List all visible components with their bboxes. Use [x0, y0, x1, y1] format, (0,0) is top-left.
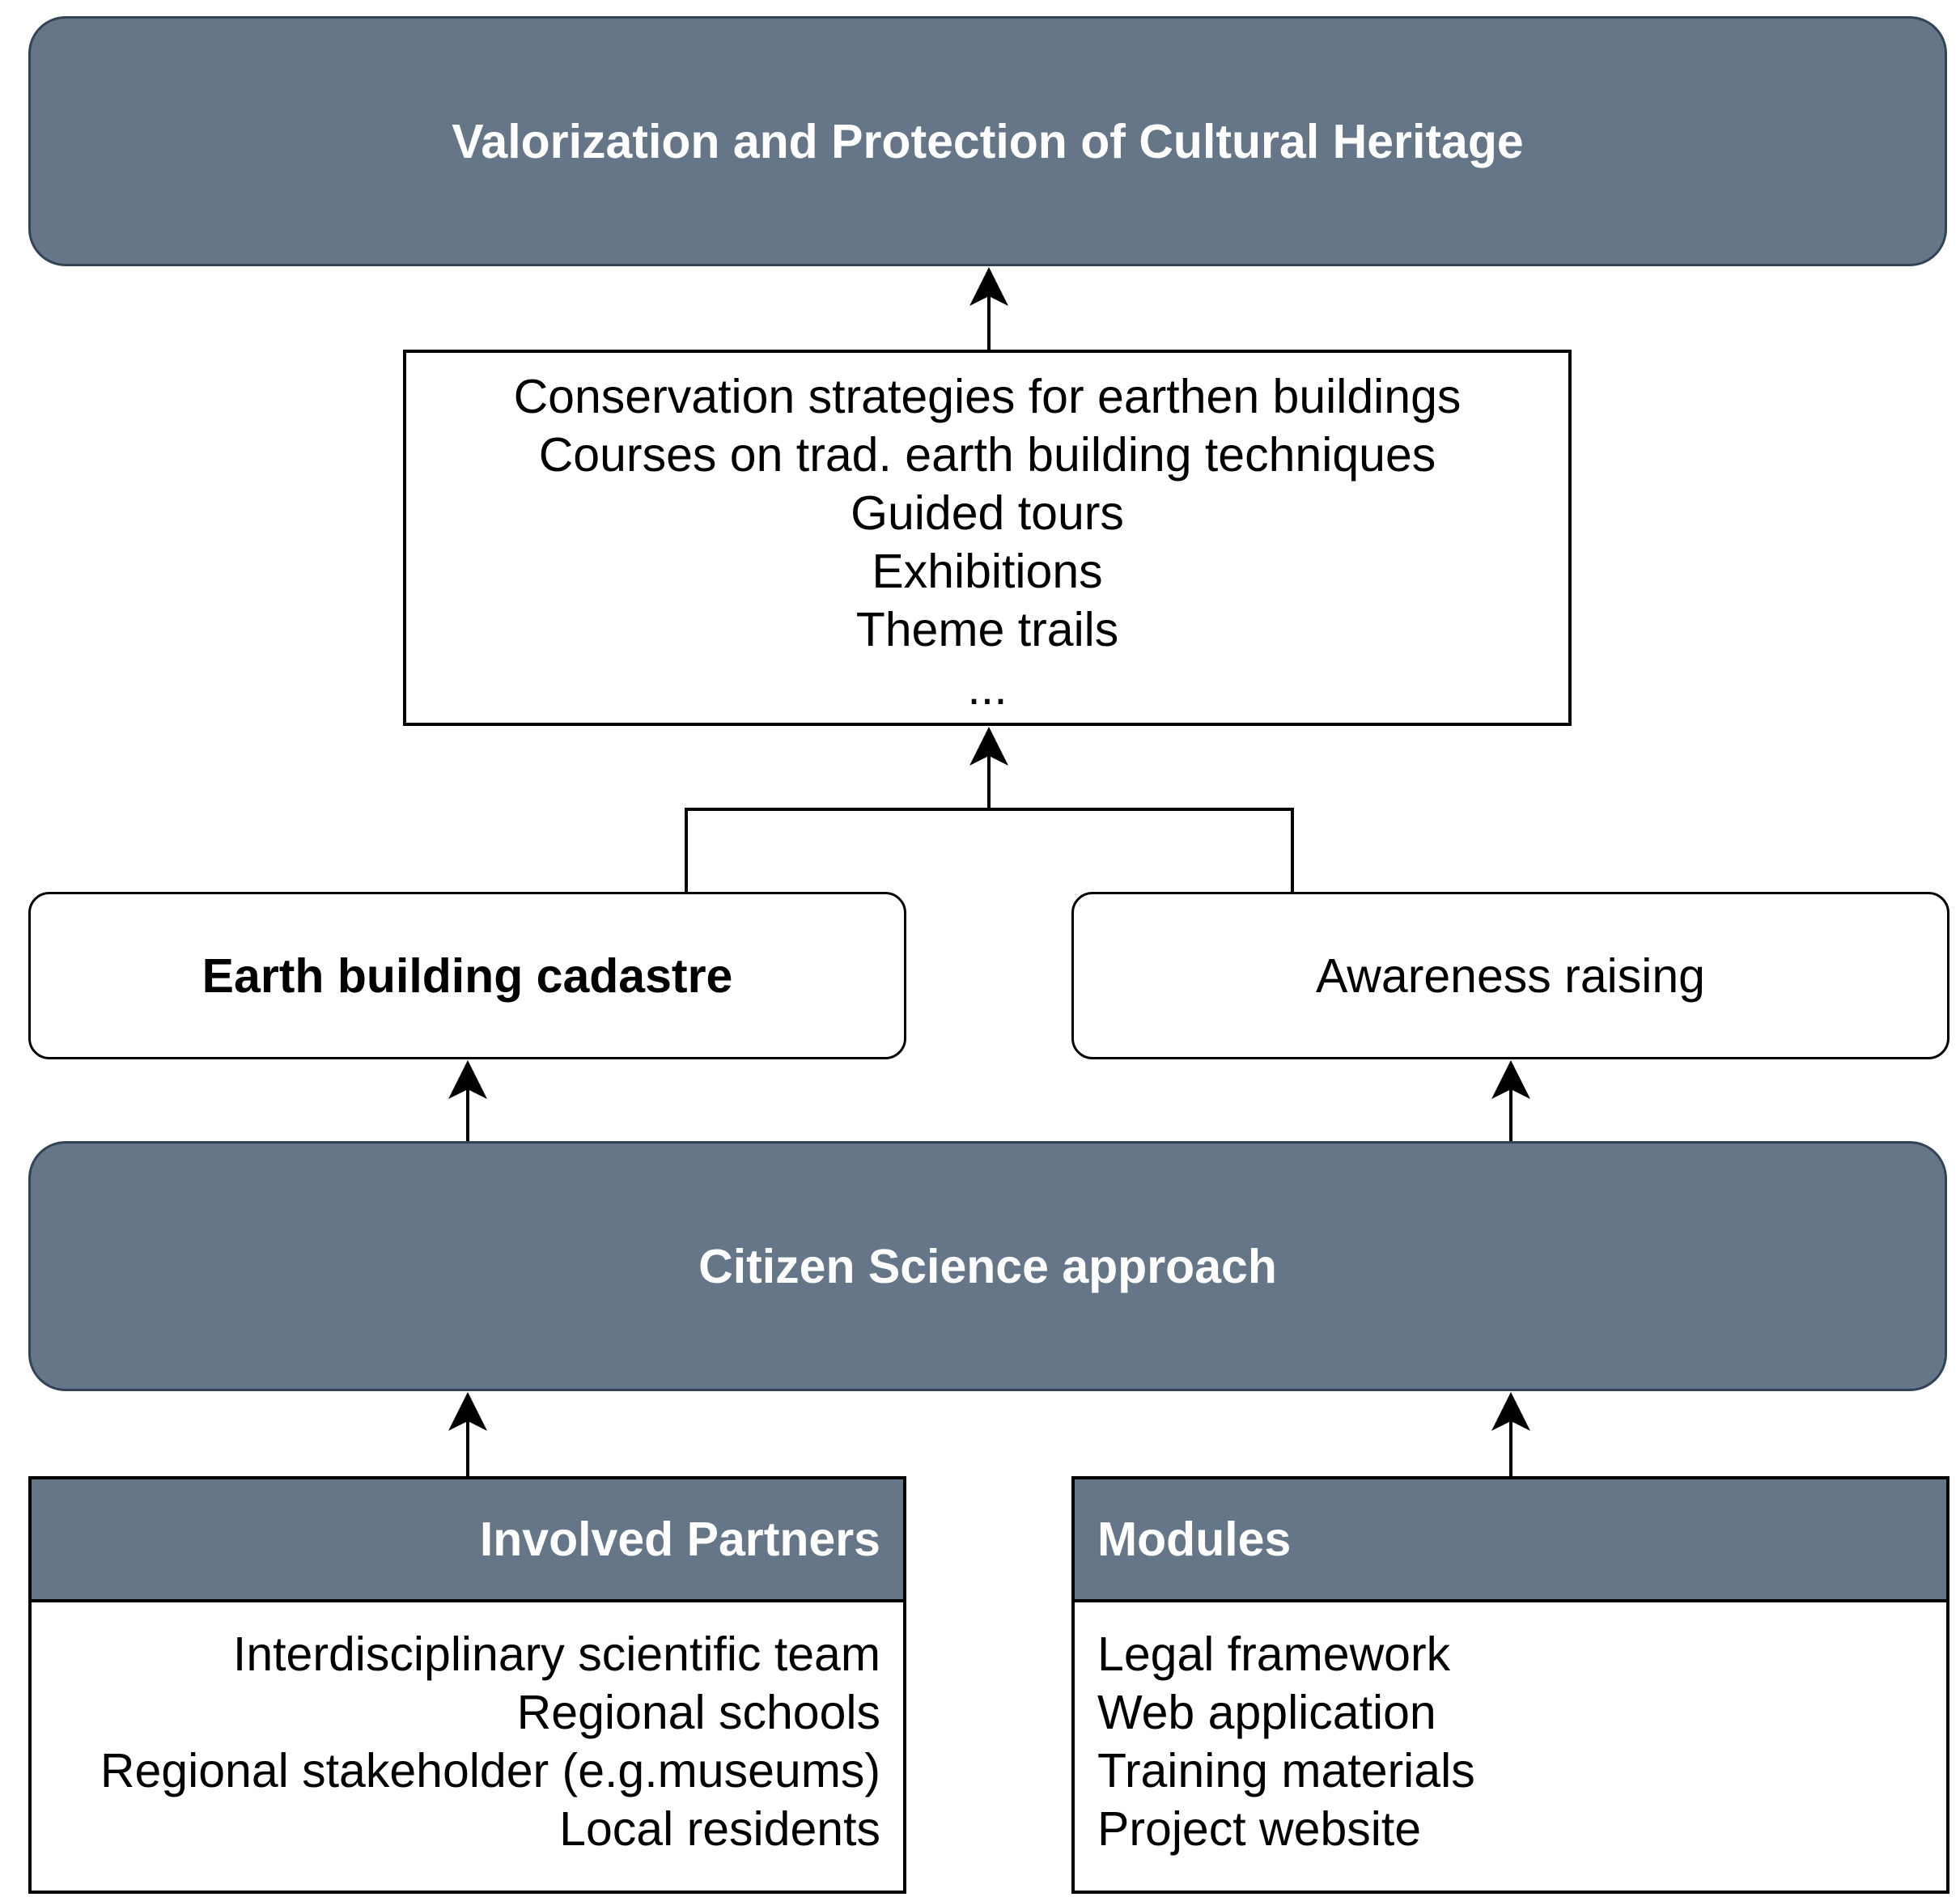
module-item: Web application	[1097, 1686, 1436, 1739]
strategy-item: Courses on trad. earth building techniqu…	[538, 428, 1436, 482]
strategy-item: Guided tours	[851, 486, 1124, 540]
valorization-label: Valorization and Protection of Cultural …	[452, 114, 1524, 168]
strategy-item: Exhibitions	[872, 545, 1103, 598]
partners-box: Involved Partners Interdisciplinary scie…	[28, 1476, 906, 1894]
arrowhead-strategies	[969, 727, 1008, 766]
valorization-box: Valorization and Protection of Cultural …	[28, 16, 1947, 266]
arrowhead-awareness	[1491, 1060, 1530, 1099]
strategy-item: Conservation strategies for earthen buil…	[513, 370, 1462, 423]
arrowhead-cadastre	[448, 1060, 487, 1099]
modules-header: Modules	[1075, 1479, 1946, 1602]
partners-header: Involved Partners	[32, 1479, 903, 1602]
arrowhead-citizen-left	[448, 1392, 487, 1431]
partner-item: Local residents	[559, 1802, 880, 1856]
partners-title: Involved Partners	[479, 1513, 880, 1566]
modules-list: Legal framework Web application Training…	[1075, 1602, 1946, 1858]
awareness-label: Awareness raising	[1316, 948, 1705, 1003]
citizen-science-box: Citizen Science approach	[28, 1141, 1947, 1391]
arrowhead-top	[969, 267, 1008, 306]
modules-box: Modules Legal framework Web application …	[1071, 1476, 1949, 1894]
strategy-item: ...	[967, 661, 1008, 715]
citizen-science-label: Citizen Science approach	[698, 1239, 1277, 1293]
module-item: Legal framework	[1097, 1628, 1451, 1681]
partner-item: Regional schools	[516, 1686, 880, 1739]
awareness-box: Awareness raising	[1071, 892, 1949, 1059]
partner-item: Regional stakeholder (e.g.museums)	[100, 1744, 880, 1797]
partner-item: Interdisciplinary scientific team	[232, 1628, 880, 1681]
merge-connector	[685, 808, 1294, 892]
strategies-box: Conservation strategies for earthen buil…	[403, 350, 1572, 726]
modules-title: Modules	[1097, 1513, 1292, 1566]
module-item: Training materials	[1097, 1744, 1475, 1797]
cadastre-box: Earth building cadastre	[28, 892, 906, 1059]
strategy-item: Theme trails	[855, 603, 1119, 656]
partners-list: Interdisciplinary scientific team Region…	[32, 1602, 903, 1858]
cadastre-label: Earth building cadastre	[202, 948, 733, 1003]
module-item: Project website	[1097, 1802, 1422, 1856]
arrowhead-citizen-right	[1491, 1392, 1530, 1431]
